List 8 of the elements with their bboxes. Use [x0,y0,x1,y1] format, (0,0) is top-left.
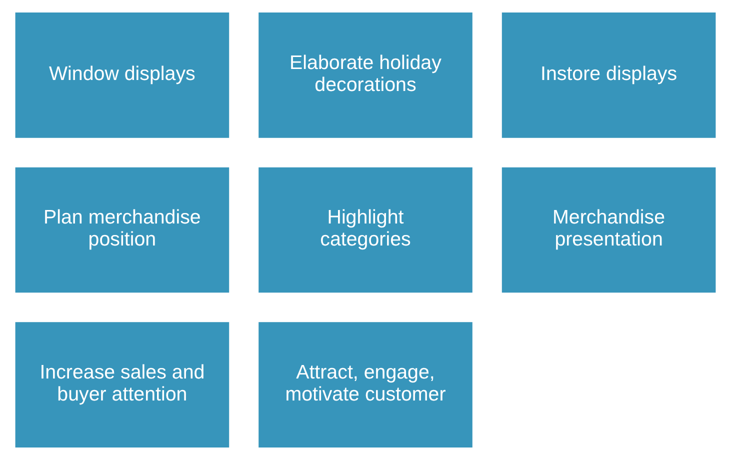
node-box: Plan merchandise position [14,167,229,293]
node-box: Increase sales and buyer attention [14,322,229,448]
node-box: Merchandise presentation [501,167,716,293]
node-box: Elaborate holiday decorations [258,12,472,138]
node-box: Highlight categories [258,167,472,293]
node-box: Instore displays [501,12,716,138]
node-box: Window displays [14,12,229,138]
node-box: Attract, engage, motivate customer [258,322,472,448]
